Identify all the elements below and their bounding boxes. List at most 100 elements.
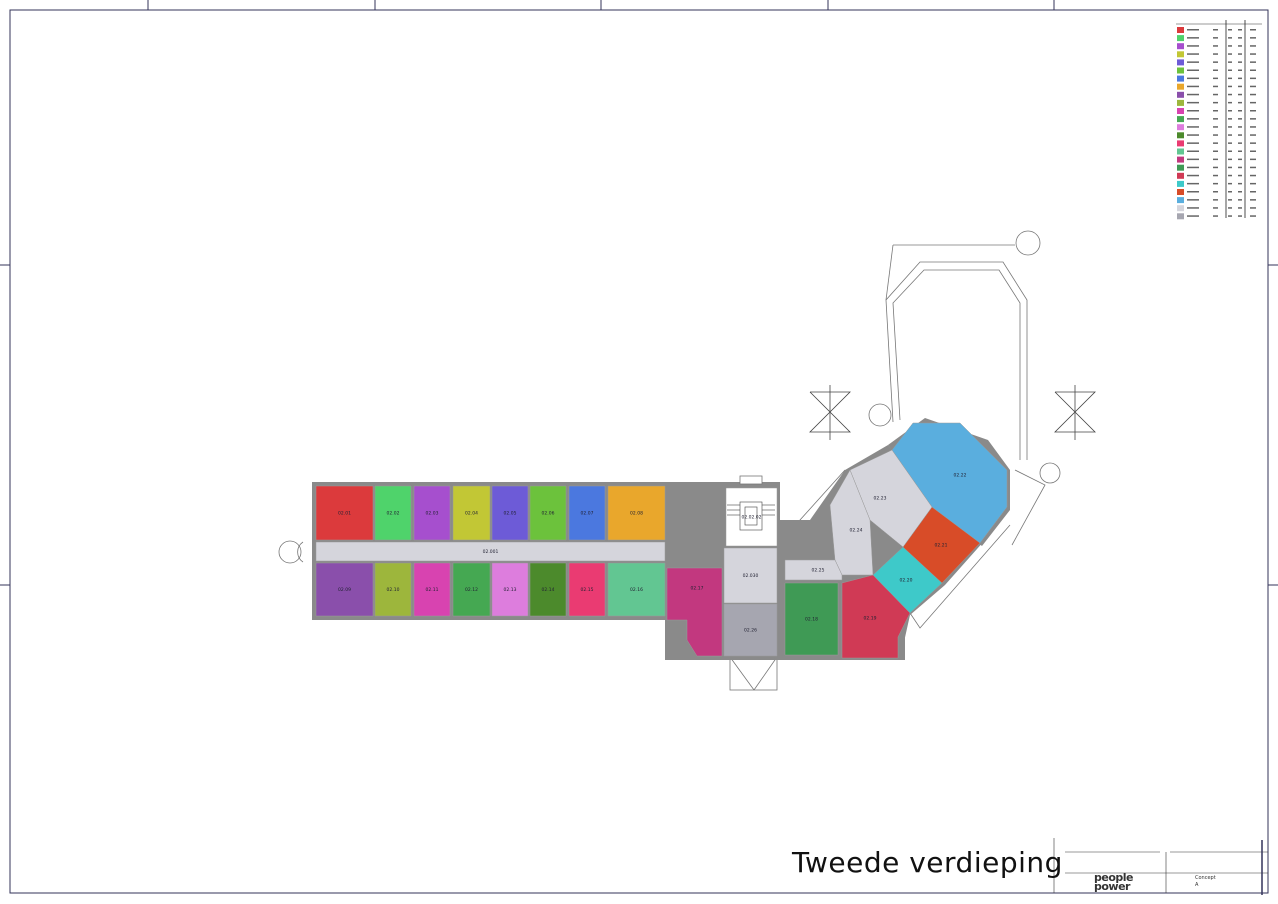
legend-cell	[1228, 37, 1232, 39]
legend-cell	[1238, 174, 1242, 177]
room-label: 02.03	[426, 511, 439, 517]
legend-swatch	[1177, 148, 1184, 155]
legend-cell	[1250, 182, 1256, 185]
legend-cell	[1187, 61, 1199, 63]
legend-swatch	[1177, 91, 1184, 98]
room-02-08	[607, 485, 666, 541]
room-02-04	[452, 485, 491, 541]
legend-cell	[1238, 126, 1242, 128]
legend-cell	[1238, 166, 1242, 169]
legend-cell	[1228, 45, 1232, 47]
legend-swatch	[1177, 197, 1184, 204]
room-02-12	[452, 562, 491, 617]
room-label: 02.14	[542, 587, 555, 593]
legend-cell	[1187, 207, 1199, 209]
room-label: 02.15	[581, 587, 594, 593]
room-label: 02.001	[483, 549, 499, 555]
room-02-09	[315, 562, 374, 617]
legend-cell	[1187, 29, 1199, 31]
legend-cell	[1250, 37, 1256, 39]
legend-swatch	[1177, 213, 1184, 220]
room-label: 02.02	[387, 511, 400, 517]
north-symbol-left	[809, 385, 851, 440]
room-02-16	[607, 562, 666, 617]
legend-cell	[1213, 37, 1218, 39]
status-value: Concept	[1195, 875, 1216, 881]
legend-cell	[1238, 110, 1242, 112]
legend-cell	[1213, 207, 1218, 209]
legend-cell	[1228, 110, 1232, 112]
legend-cell	[1228, 182, 1232, 185]
room-label: 02.11	[426, 587, 439, 593]
legend-swatch	[1177, 132, 1184, 139]
legend-cell	[1213, 166, 1218, 169]
room-02-26	[723, 603, 778, 657]
room-02-14	[529, 562, 567, 617]
terrace-outline	[278, 230, 1061, 691]
room-02-06	[529, 485, 567, 541]
legend-swatch	[1177, 189, 1184, 195]
room-label: 02.13	[504, 587, 517, 593]
legend-cell	[1213, 110, 1218, 112]
legend-cell	[1238, 215, 1242, 217]
legend-swatch	[1177, 205, 1184, 212]
room-label: 02.04	[465, 511, 478, 517]
room-02-07	[568, 485, 606, 541]
legend-cell	[1238, 45, 1242, 47]
legend-cell	[1187, 215, 1199, 217]
room-label: 02.12	[465, 587, 478, 593]
legend-cell	[1250, 85, 1256, 88]
legend-cell	[1228, 93, 1232, 96]
legend-cell	[1213, 126, 1218, 128]
room-02-10	[374, 562, 412, 617]
room-label: 02.05	[504, 511, 517, 517]
legend-cell	[1187, 101, 1199, 104]
legend-cell	[1187, 166, 1199, 169]
legend-cell	[1250, 118, 1256, 120]
room-02-02	[374, 485, 412, 541]
legend-cell	[1213, 150, 1218, 152]
legend-cell	[1213, 182, 1218, 185]
legend-cell	[1238, 191, 1242, 193]
legend-cell	[1213, 215, 1218, 217]
legend-swatch	[1177, 172, 1184, 179]
legend-cell	[1228, 191, 1232, 193]
legend-cell	[1187, 191, 1199, 193]
north-symbol-right	[1054, 385, 1096, 440]
legend-cell	[1250, 134, 1256, 136]
legend-cell	[1250, 166, 1256, 169]
legend-cell	[1238, 61, 1242, 63]
legend-cell	[1250, 45, 1256, 47]
legend-swatch	[1177, 59, 1184, 66]
drawing-title: Tweede verdieping	[792, 846, 1063, 879]
legend-cell	[1187, 182, 1199, 185]
room-label: 02.08	[630, 511, 643, 517]
legend-cell	[1238, 150, 1242, 152]
legend-swatch	[1177, 83, 1184, 90]
stair-core	[727, 501, 775, 531]
room-legend	[1176, 20, 1262, 220]
legend-cell	[1187, 134, 1199, 136]
room-label: 02.19	[864, 616, 877, 622]
legend-cell	[1238, 158, 1242, 161]
room-label: 02.16	[630, 587, 643, 593]
room-02-001	[315, 541, 666, 562]
legend-cell	[1213, 53, 1218, 55]
room-02-02-02	[725, 487, 778, 547]
legend-cell	[1213, 101, 1218, 104]
legend-cell	[1213, 118, 1218, 120]
legend-cell	[1250, 126, 1256, 128]
legend-cell	[1213, 85, 1218, 88]
legend-cell	[1238, 142, 1242, 144]
legend-cell	[1250, 158, 1256, 161]
legend-cell	[1228, 215, 1232, 217]
legend-cell	[1187, 93, 1199, 96]
legend-cell	[1187, 118, 1199, 120]
legend-cell	[1238, 199, 1242, 201]
legend-cell	[1250, 215, 1256, 217]
title-block	[1053, 838, 1268, 895]
room-02-030	[723, 547, 778, 604]
room-label: 02.07	[581, 511, 594, 517]
